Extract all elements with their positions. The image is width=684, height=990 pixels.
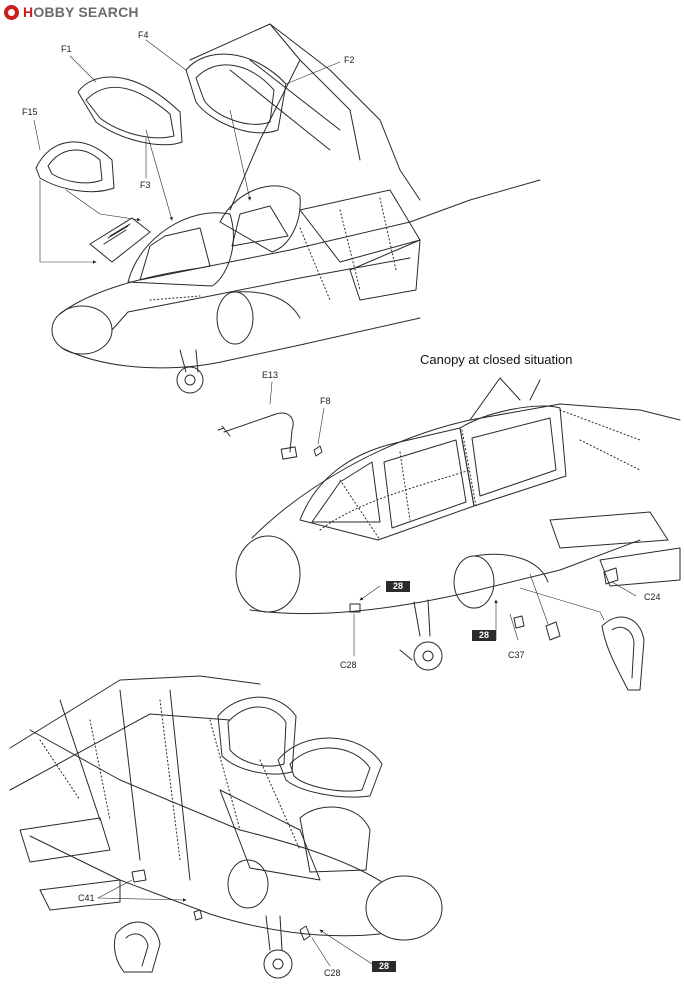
logo-badge-icon: [4, 4, 19, 20]
label-f3: F3: [140, 180, 151, 190]
logo-initial: H: [23, 4, 34, 20]
label-c28-bottom: C28: [324, 968, 341, 978]
part-f1-canopy: [77, 76, 183, 146]
label-f15: F15: [22, 107, 38, 117]
label-c41: C41: [78, 893, 95, 903]
diagram-top-aircraft: [51, 23, 541, 394]
step-ref-28-middle-a: 28: [386, 581, 410, 592]
caption-canopy-closed: Canopy at closed situation: [420, 352, 573, 367]
step-ref-28-bottom: 28: [372, 961, 396, 972]
label-c37: C37: [508, 650, 525, 660]
diagram-bottom-aircraft: [9, 675, 443, 979]
step-ref-28-middle-b: 28: [472, 630, 496, 641]
label-f8: F8: [320, 396, 331, 406]
hobby-search-logo: HOBBY SEARCH: [4, 4, 139, 20]
diagram-middle-aircraft: [217, 377, 681, 691]
part-f4-canopy: [185, 53, 287, 134]
top-leader-lines: [33, 39, 341, 264]
label-c28-middle: C28: [340, 660, 357, 670]
bottom-leader-lines: [97, 879, 373, 967]
label-f2: F2: [344, 55, 355, 65]
part-f15-windscreen: [35, 141, 115, 193]
label-f4: F4: [138, 30, 149, 40]
label-e13: E13: [262, 370, 279, 380]
middle-leader-lines: [269, 381, 637, 657]
label-f1: F1: [61, 44, 72, 54]
label-c24: C24: [644, 592, 661, 602]
logo-text: OBBY SEARCH: [33, 4, 139, 20]
